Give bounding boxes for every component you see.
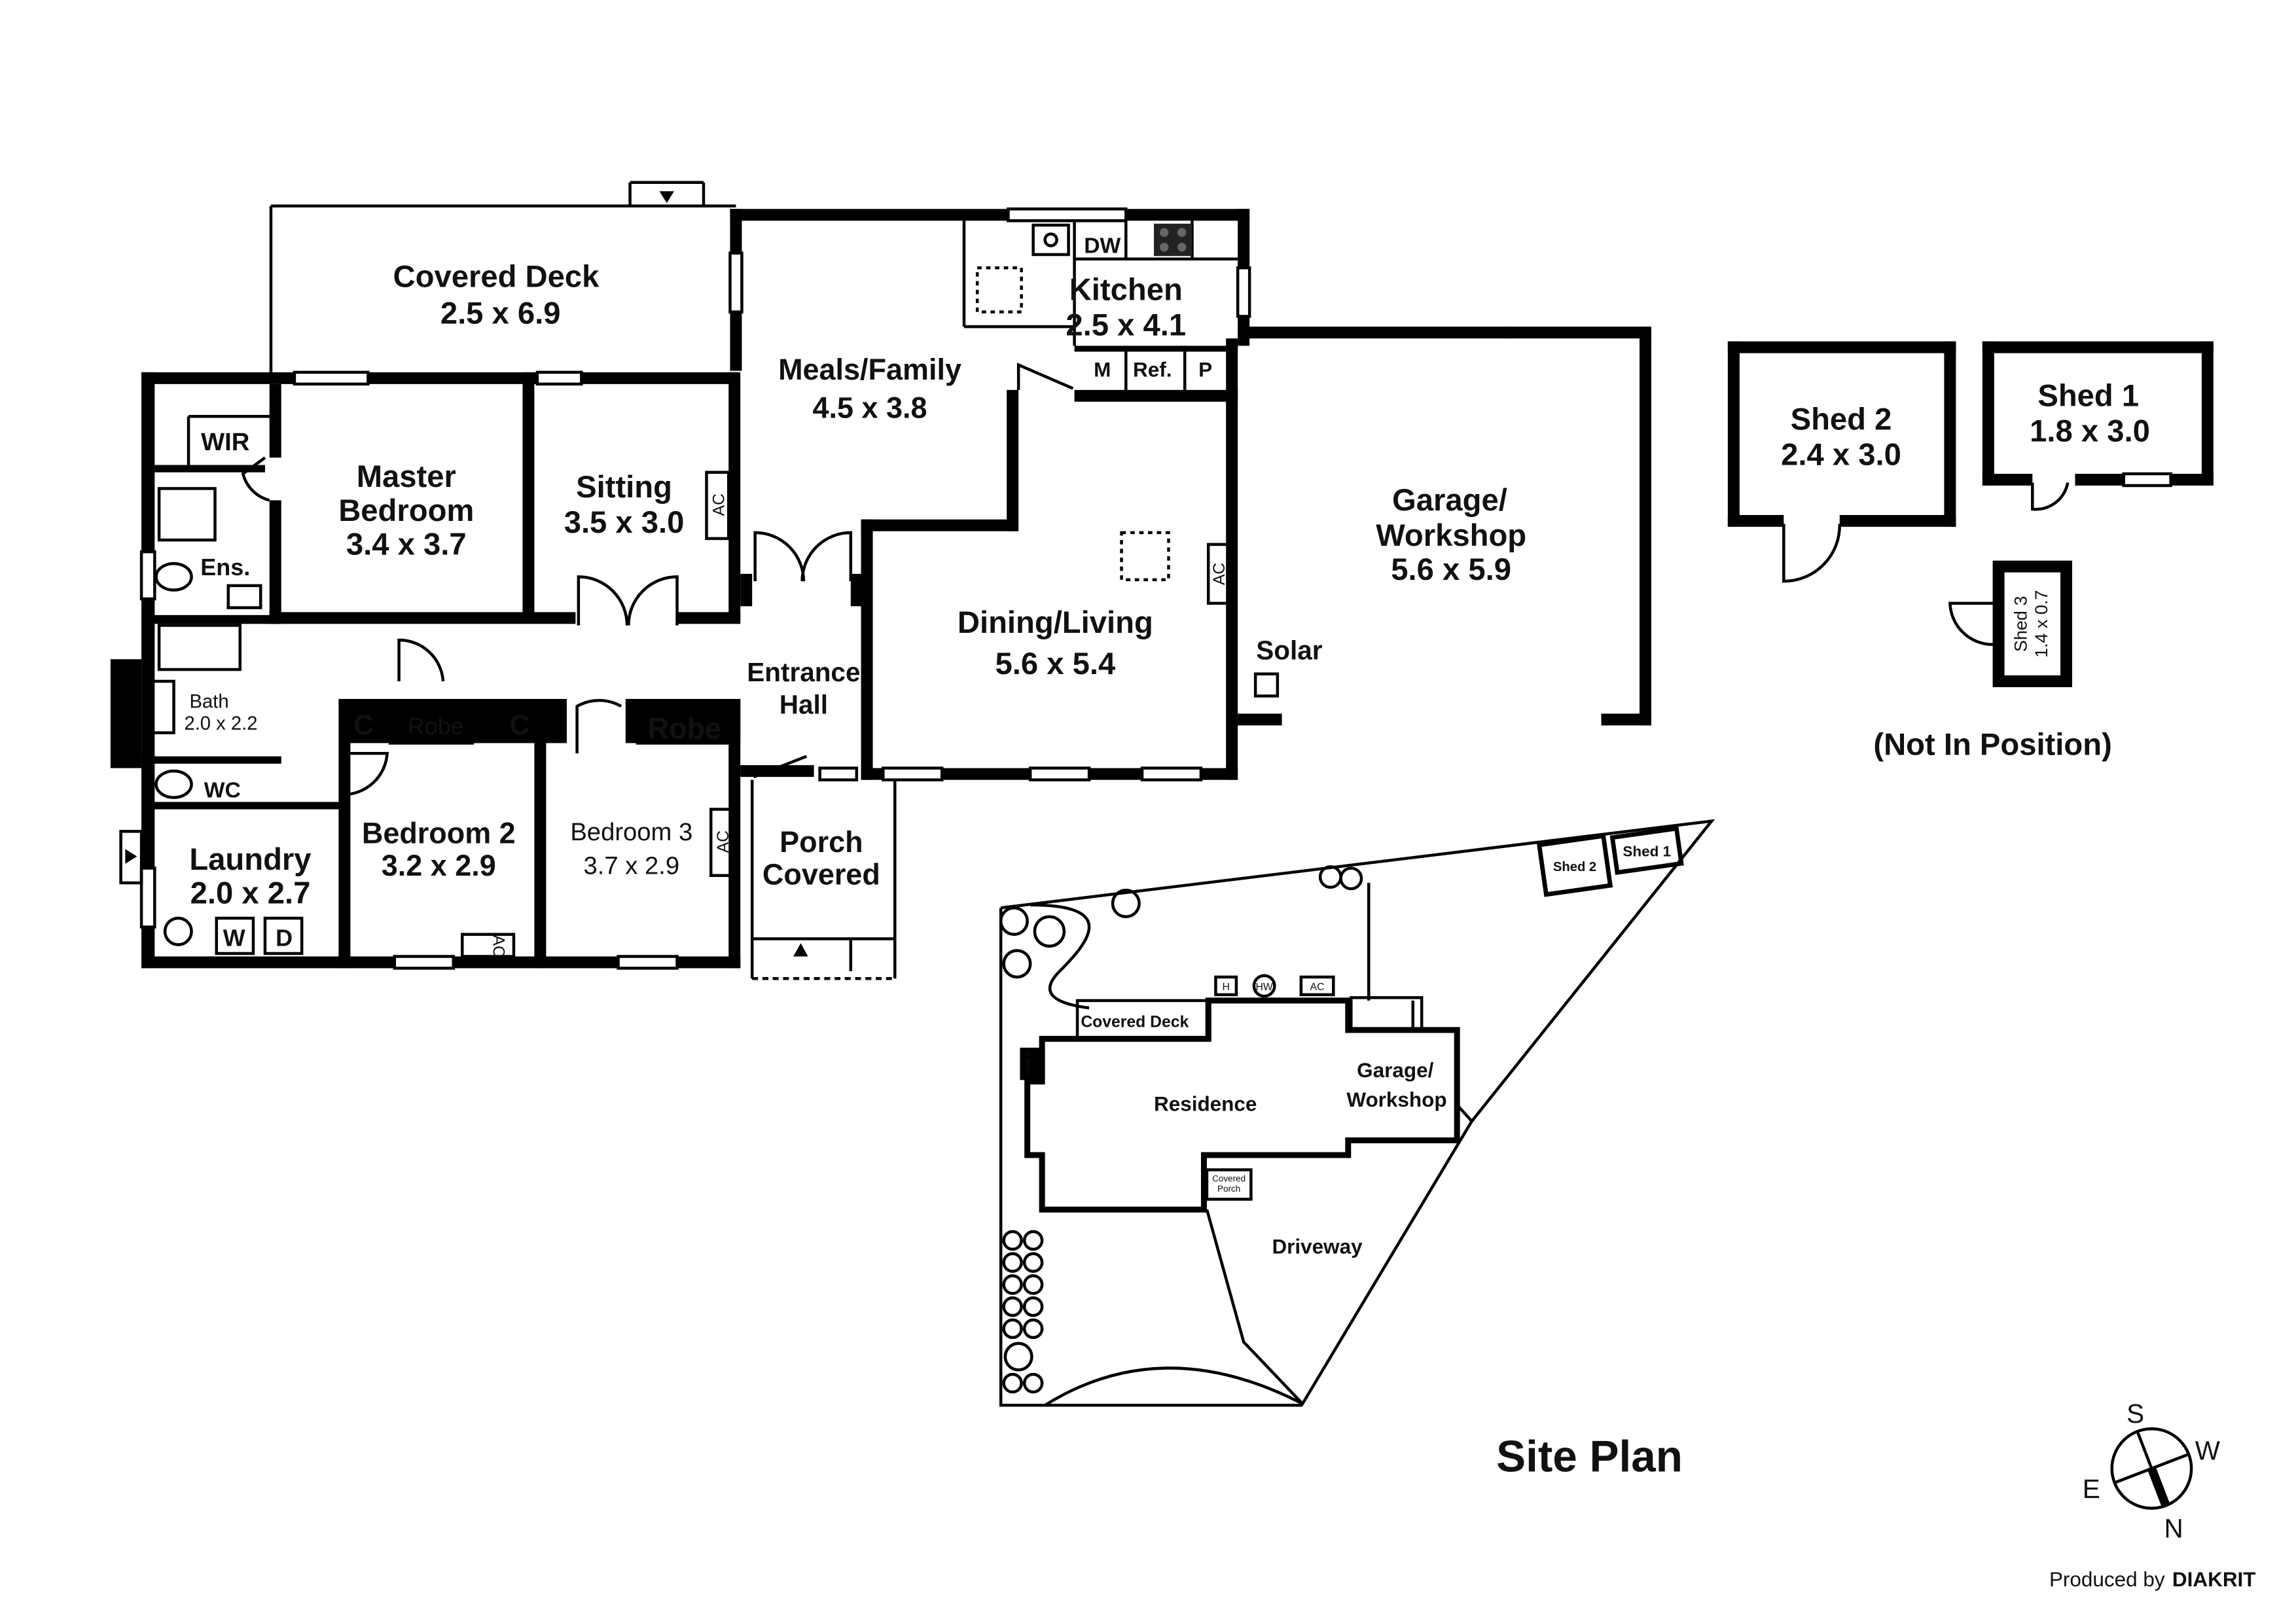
pantry-label: P: [1198, 359, 1212, 382]
covered-deck-dims: 2.5 x 6.9: [440, 296, 561, 331]
robe-label-2: Robe: [648, 712, 721, 745]
site-boundary: [1000, 819, 1715, 1406]
porch-arrow-icon: [793, 943, 808, 957]
entry-arrows: [119, 191, 808, 957]
bath-dims: 2.0 x 2.2: [184, 713, 257, 734]
closet-label-1: C: [353, 709, 374, 741]
thin-outlines: [187, 181, 1238, 980]
residence-outline: [1024, 997, 1460, 1213]
site-hw-label: HW: [1256, 982, 1273, 993]
dryer-label: D: [276, 925, 293, 952]
site-residence-label: Residence: [1154, 1093, 1257, 1116]
north-arrow-icon: [2147, 1467, 2171, 1508]
fridge-label: Ref.: [1133, 359, 1172, 382]
site-shrubs: [999, 865, 1363, 1394]
site-garage-label-2: Workshop: [1346, 1088, 1446, 1111]
meals-family-name: Meals/Family: [778, 353, 961, 386]
robe-label-1: Robe: [408, 713, 464, 740]
porch-name-1: Porch: [780, 825, 863, 859]
ensuite-label: Ens.: [200, 554, 250, 580]
site-garage-label-1: Garage/: [1357, 1059, 1433, 1082]
site-shed3-label: Shed 3: [1024, 1052, 1032, 1076]
credit-prefix: Produced by: [2049, 1568, 2165, 1591]
garage-name-1: Garage/: [1392, 483, 1507, 518]
compass-e: E: [2083, 1474, 2100, 1504]
sheds: Shed 2 2.4 x 3.0 Shed 1 1.8 x 3.0 Shed 3…: [1727, 341, 2214, 762]
ac-units: [460, 471, 1280, 958]
laundry-dims: 2.0 x 2.7: [190, 876, 311, 911]
garage-dims: 5.6 x 5.9: [1391, 552, 1511, 587]
dw-label: DW: [1084, 234, 1121, 259]
ac-label-sitting: AC: [710, 493, 728, 516]
site-shed1-label: Shed 1: [1623, 844, 1671, 860]
site-plan-title: Site Plan: [1496, 1432, 1683, 1481]
dining-living-dims: 5.6 x 5.4: [995, 647, 1115, 681]
bedroom2-dims: 3.2 x 2.9: [382, 849, 496, 882]
closet-label-2: C: [510, 709, 530, 741]
garage-name-2: Workshop: [1376, 518, 1526, 553]
kitchen-dims: 2.5 x 4.1: [1066, 308, 1186, 343]
dining-living-name: Dining/Living: [958, 605, 1153, 640]
site-shed2-label: Shed 2: [1553, 860, 1596, 874]
shed2-name: Shed 2: [1791, 402, 1892, 437]
compass-w: W: [2195, 1435, 2221, 1465]
kitchen-name: Kitchen: [1069, 273, 1183, 308]
porch-name-2: Covered: [762, 857, 880, 891]
shed2-dims: 2.4 x 3.0: [1781, 437, 1901, 472]
site-driveway-label: Driveway: [1272, 1236, 1363, 1258]
ac-label-bedroom2: AC: [489, 935, 507, 957]
ac-label-bedroom3: AC: [715, 830, 732, 853]
site-plan: Covered Deck Residence Garage/ Workshop …: [999, 819, 1715, 1481]
bedroom3-dims: 3.7 x 2.9: [584, 852, 680, 880]
windows: [139, 207, 1251, 970]
fixtures: [145, 223, 1193, 946]
site-porch-label-2: Porch: [1217, 1184, 1240, 1194]
entrance-hall-name-1: Entrance: [747, 657, 860, 687]
wir-label: WIR: [201, 428, 249, 456]
credit-brand: DIAKRIT: [2172, 1568, 2256, 1591]
washer-label: W: [223, 925, 245, 952]
microwave-label: M: [1094, 359, 1111, 382]
master-bedroom-name-2: Bedroom: [338, 493, 474, 528]
ac-label-dining: AC: [1211, 563, 1229, 585]
covered-deck-name: Covered Deck: [393, 259, 600, 294]
master-bedroom-dims: 3.4 x 3.7: [346, 527, 467, 562]
sitting-dims: 3.5 x 3.0: [564, 505, 685, 540]
deck-arrow-icon: [659, 191, 675, 204]
solar-label: Solar: [1256, 635, 1322, 665]
sitting-name: Sitting: [576, 470, 672, 505]
credit: Produced by DIAKRIT: [2049, 1568, 2256, 1591]
wc-label: WC: [204, 778, 241, 803]
bath-name: Bath: [189, 691, 228, 712]
skylights: [975, 266, 1170, 582]
shed1-name: Shed 1: [2037, 379, 2139, 414]
site-porch-label-1: Covered: [1212, 1173, 1246, 1183]
house-walls: [110, 209, 1651, 969]
master-bedroom-name-1: Master: [357, 459, 456, 494]
compass-s: S: [2126, 1399, 2144, 1429]
site-ac-label: AC: [1310, 982, 1325, 993]
bedroom3-name: Bedroom 3: [570, 818, 692, 846]
fixture-labels: WIR Ens. WC C Robe C Robe DW M Ref. P AC…: [200, 234, 1322, 957]
door-swings: [241, 363, 1074, 796]
site-h-label: H: [1222, 982, 1229, 993]
compass-n: N: [2164, 1514, 2183, 1544]
not-in-position-note: (Not In Position): [1873, 727, 2111, 762]
laundry-arrow-icon: [125, 849, 137, 864]
shed3-name: Shed 3: [2011, 596, 2030, 652]
compass: S W E N: [2083, 1399, 2221, 1543]
entrance-hall-name-2: Hall: [780, 689, 828, 719]
room-labels: Covered Deck 2.5 x 6.9 Kitchen 2.5 x 4.1…: [184, 259, 1526, 910]
meals-family-dims: 4.5 x 3.8: [813, 391, 927, 425]
laundry-name: Laundry: [189, 842, 311, 877]
bedroom2-name: Bedroom 2: [362, 816, 516, 849]
shed1-dims: 1.8 x 3.0: [2030, 414, 2150, 449]
site-covered-deck-label: Covered Deck: [1081, 1013, 1189, 1031]
shed3-dims: 1.4 x 0.7: [2032, 590, 2051, 658]
